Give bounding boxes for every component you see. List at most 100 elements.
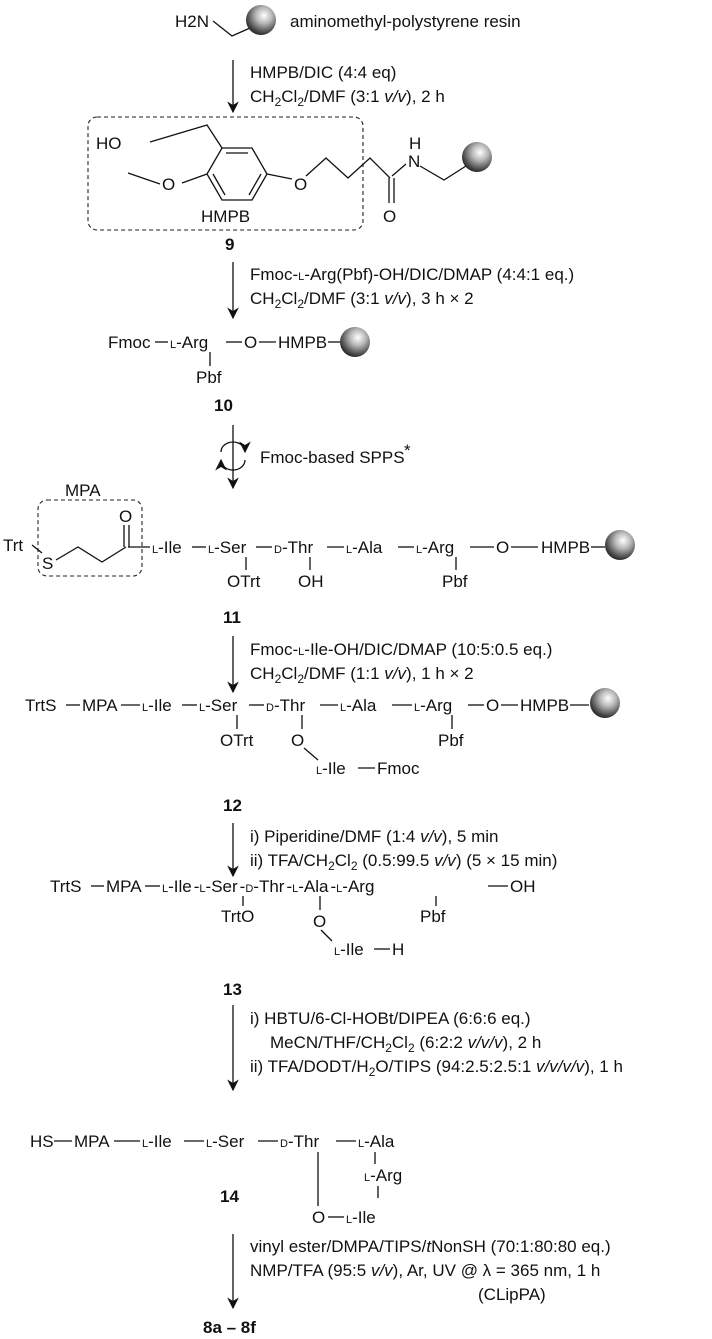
svg-text:OH: OH xyxy=(510,877,536,896)
svg-text:Fmoc-based SPPS: Fmoc-based SPPS xyxy=(260,448,405,467)
svg-text:L-Ile: L-Ile xyxy=(316,759,346,778)
compound-number-12: 12 xyxy=(223,796,242,815)
svg-text:L-Arg: L-Arg xyxy=(364,1166,402,1185)
butanoyl-chain xyxy=(305,157,391,179)
svg-text:L-Ile: L-Ile xyxy=(346,1208,376,1227)
svg-text:O: O xyxy=(486,696,499,715)
svg-text:TrtS: TrtS xyxy=(25,696,56,715)
resin-bead-icon xyxy=(590,688,620,718)
compound-number-13: 13 xyxy=(223,980,242,999)
svg-text:L-Ala: L-Ala xyxy=(358,1132,395,1151)
compound-13-structure: TrtS MPA L-Ile-L-Ser-D-Thr-L-Ala-L-Arg O… xyxy=(50,877,536,999)
svg-text:L-Arg: L-Arg xyxy=(170,333,208,352)
svg-text:L-Ala: L-Ala xyxy=(346,538,383,557)
conditions-step-1: HMPB/DIC (4:4 eq) CH2Cl2/DMF (3:1 v/v), … xyxy=(250,63,445,109)
svg-text:Pbf: Pbf xyxy=(196,368,222,387)
svg-text:L-Ser: L-Ser xyxy=(199,696,238,715)
amine-label: H2N xyxy=(175,12,209,31)
hydroxyl-label: HO xyxy=(96,134,122,153)
svg-text:O: O xyxy=(244,333,257,352)
resin-structure: H2N aminomethyl-polystyrene resin xyxy=(175,5,521,37)
resin-bead-icon xyxy=(605,530,635,560)
svg-text:O: O xyxy=(291,731,304,750)
svg-text:MPA: MPA xyxy=(74,1132,110,1151)
svg-text:Trt: Trt xyxy=(3,536,23,555)
svg-text:L-Arg: L-Arg xyxy=(414,696,452,715)
svg-text:*: * xyxy=(404,441,411,460)
compound-number-14: 14 xyxy=(220,1187,239,1206)
svg-text:O: O xyxy=(119,507,132,526)
svg-text:OTrt: OTrt xyxy=(220,731,254,750)
svg-text:L-Ile: L-Ile xyxy=(142,696,172,715)
svg-text:O: O xyxy=(162,175,175,194)
svg-text:NMP/TFA (95:5 v/v), Ar, UV @ λ: NMP/TFA (95:5 v/v), Ar, UV @ λ = 365 nm,… xyxy=(250,1261,600,1280)
svg-text:O: O xyxy=(496,538,509,557)
svg-text:TrtS: TrtS xyxy=(50,877,81,896)
svg-text:Fmoc-L-Ile-OH/DIC/DMAP (10:5:0: Fmoc-L-Ile-OH/DIC/DMAP (10:5:0.5 eq.) xyxy=(250,640,552,659)
svg-text:D-Thr: D-Thr xyxy=(280,1132,319,1151)
compound-14-structure: HS MPA L-Ile L-Ser D-Thr L-Ala L-Arg O L… xyxy=(30,1132,402,1227)
resin-name: aminomethyl-polystyrene resin xyxy=(290,12,521,31)
svg-text:Pbf: Pbf xyxy=(438,731,464,750)
methoxy-bond xyxy=(127,172,161,185)
svg-text:vinyl ester/DMPA/TIPS/tNonSH (: vinyl ester/DMPA/TIPS/tNonSH (70:1:80:80… xyxy=(250,1237,611,1256)
svg-text:CH2Cl2/DMF (3:1 v/v), 3 h × 2: CH2Cl2/DMF (3:1 v/v), 3 h × 2 xyxy=(250,289,474,311)
resin-bead-icon xyxy=(462,142,492,172)
compound-number-11: 11 xyxy=(223,608,241,627)
amide-n: N xyxy=(408,152,420,171)
svg-text:MPA: MPA xyxy=(106,877,142,896)
conditions-step-5: i) Piperidine/DMF (1:4 v/v), 5 min ii) T… xyxy=(250,827,557,873)
svg-text:L-Ile-L-Ser-D-Thr-L-Ala-L-Arg: L-Ile-L-Ser-D-Thr-L-Ala-L-Arg xyxy=(162,877,374,896)
svg-text:TrtO: TrtO xyxy=(221,907,254,926)
benzene-ring xyxy=(206,147,268,201)
svg-text:OTrt: OTrt xyxy=(227,572,261,591)
mpa-label: MPA xyxy=(65,481,101,500)
compound-10-structure: Fmoc L-Arg O HMPB Pbf 10 xyxy=(108,327,370,415)
svg-text:i) HBTU/6-Cl-HOBt/DIPEA (6:6:6: i) HBTU/6-Cl-HOBt/DIPEA (6:6:6 eq.) xyxy=(250,1009,531,1028)
svg-text:MeCN/THF/CH2Cl2 (6:2:2 v/v/v),: MeCN/THF/CH2Cl2 (6:2:2 v/v/v), 2 h xyxy=(270,1033,541,1055)
cycle-icon xyxy=(215,441,251,471)
svg-text:HMPB: HMPB xyxy=(520,696,569,715)
svg-text:CH2Cl2/DMF (1:1 v/v), 1 h × 2: CH2Cl2/DMF (1:1 v/v), 1 h × 2 xyxy=(250,664,474,686)
svg-text:D-Thr: D-Thr xyxy=(266,696,305,715)
svg-text:S: S xyxy=(42,554,53,573)
svg-text:(CLipPA): (CLipPA) xyxy=(478,1285,546,1304)
svg-text:L-Arg: L-Arg xyxy=(416,538,454,557)
compound-number-10: 10 xyxy=(214,396,233,415)
amide-h: H xyxy=(409,134,421,153)
svg-text:L-Ala: L-Ala xyxy=(340,696,377,715)
svg-text:O: O xyxy=(294,175,307,194)
resin-linker-bond xyxy=(212,20,251,37)
svg-text:MPA: MPA xyxy=(82,696,118,715)
svg-text:O: O xyxy=(312,1208,325,1227)
conditions-step-3: Fmoc-based SPPS * xyxy=(260,441,411,467)
final-products-label: 8a – 8f xyxy=(203,1318,256,1337)
svg-text:L-Ser: L-Ser xyxy=(208,538,247,557)
svg-text:ii) TFA/DODT/H2O/TIPS (94:2.5:: ii) TFA/DODT/H2O/TIPS (94:2.5:2.5:1 v/v/… xyxy=(250,1057,623,1079)
svg-text:HMPB: HMPB xyxy=(278,333,327,352)
mpa-dashed-box xyxy=(37,499,143,577)
svg-text:Fmoc-L-Arg(Pbf)-OH/DIC/DMAP (4: Fmoc-L-Arg(Pbf)-OH/DIC/DMAP (4:4:1 eq.) xyxy=(250,265,574,284)
svg-text:L-Ile: L-Ile xyxy=(334,940,364,959)
conditions-step-2: Fmoc-L-Arg(Pbf)-OH/DIC/DMAP (4:4:1 eq.) … xyxy=(250,265,574,311)
conditions-step-6: i) HBTU/6-Cl-HOBt/DIPEA (6:6:6 eq.) MeCN… xyxy=(250,1009,623,1079)
svg-text:Fmoc: Fmoc xyxy=(108,333,151,352)
svg-text:HS: HS xyxy=(30,1132,54,1151)
svg-text:L-Ile: L-Ile xyxy=(142,1132,172,1151)
hmpb-dashed-box xyxy=(87,116,364,231)
svg-text:Fmoc: Fmoc xyxy=(377,759,420,778)
svg-text:HMPB/DIC (4:4 eq): HMPB/DIC (4:4 eq) xyxy=(250,63,396,82)
compound-number-9: 9 xyxy=(225,235,234,254)
svg-text:H: H xyxy=(392,940,404,959)
compound-12-structure: TrtS MPA L-Ile L-Ser D-Thr L-Ala L-Arg O… xyxy=(25,688,620,815)
compound-9-structure: HO O O O N H HMPB 9 xyxy=(87,116,492,254)
svg-text:D-Thr: D-Thr xyxy=(274,538,313,557)
resin-bead-icon xyxy=(246,5,276,35)
carbonyl-oxygen: O xyxy=(383,207,396,226)
svg-text:O: O xyxy=(313,912,326,931)
conditions-step-4: Fmoc-L-Ile-OH/DIC/DMAP (10:5:0.5 eq.) CH… xyxy=(250,640,552,686)
svg-text:L-Ile: L-Ile xyxy=(152,538,182,557)
resin-bead-icon xyxy=(340,327,370,357)
svg-text:ii) TFA/CH2Cl2 (0.5:99.5 v/v): ii) TFA/CH2Cl2 (0.5:99.5 v/v) (5 × 15 mi… xyxy=(250,851,557,873)
